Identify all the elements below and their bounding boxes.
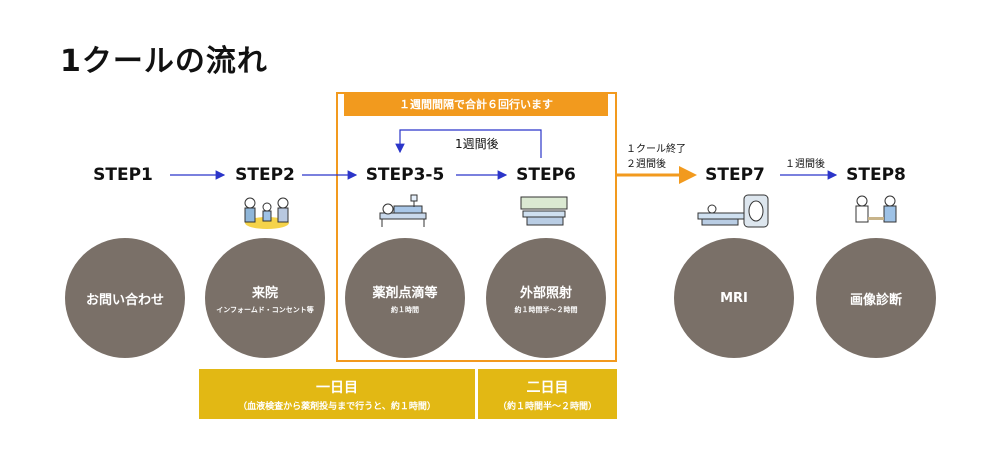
mri-scanner-icon: [697, 194, 769, 228]
page-title: 1クールの流れ: [60, 44, 268, 79]
patient-bed-icon: [379, 194, 427, 227]
step-title: MRI: [720, 290, 748, 306]
radiation-device-icon: [520, 196, 568, 226]
step-title: 外部照射: [519, 285, 572, 301]
consultation-icon: [244, 197, 289, 229]
step-label: STEP6: [516, 165, 576, 185]
step-label: STEP8: [846, 165, 906, 185]
step-circle-mri: MRI: [674, 238, 794, 358]
loop-label: 1週間後: [455, 137, 499, 151]
step-label: STEP7: [705, 165, 765, 185]
step-subtitle: 約１時間半～２時間: [514, 305, 578, 314]
step-subtitle: インフォームド・コンセント等: [216, 305, 314, 314]
doctor-patient-icon: [855, 195, 897, 223]
step-subtitle: 約１時間: [391, 305, 419, 314]
day-title: 一日目: [316, 379, 358, 396]
loop-arrow: [395, 129, 542, 158]
day-detail: （約１時間半～２時間）: [497, 401, 597, 412]
step-circle-visit: 来院 インフォームド・コンセント等: [205, 238, 325, 358]
step-title: 画像診断: [849, 292, 902, 308]
day1-bar: 一日目 （血液検査から薬剤投与まで行うと、約１時間）: [199, 369, 475, 419]
step-circle-diagnosis: 画像診断: [816, 238, 936, 358]
transition-6-7-line1: １クール終了: [626, 144, 686, 155]
day-detail: （血液検査から薬剤投与まで行うと、約１時間）: [238, 401, 436, 412]
step-title: お問い合わせ: [85, 292, 164, 308]
step-circle-radiation: 外部照射 約１時間半～２時間: [486, 238, 606, 358]
step-label: STEP1: [93, 165, 153, 185]
transition-6-7: １クール終了 ２週間後: [626, 142, 686, 172]
transition-7-8: １週間後: [785, 159, 825, 170]
step-label: STEP2: [235, 165, 295, 185]
transition-6-7-line2: ２週間後: [626, 159, 666, 170]
day2-bar: 二日目 （約１時間半～２時間）: [478, 369, 617, 419]
step-circle-inquiry: お問い合わせ: [65, 238, 185, 358]
step-circle-drip: 薬剤点滴等 約１時間: [345, 238, 465, 358]
step-label: STEP3-5: [365, 165, 445, 185]
repeat-header: １週間間隔で合計６回行います: [344, 92, 608, 116]
step-title: 来院: [251, 285, 278, 301]
day-title: 二日目: [526, 379, 569, 396]
step-title: 薬剤点滴等: [372, 285, 438, 301]
